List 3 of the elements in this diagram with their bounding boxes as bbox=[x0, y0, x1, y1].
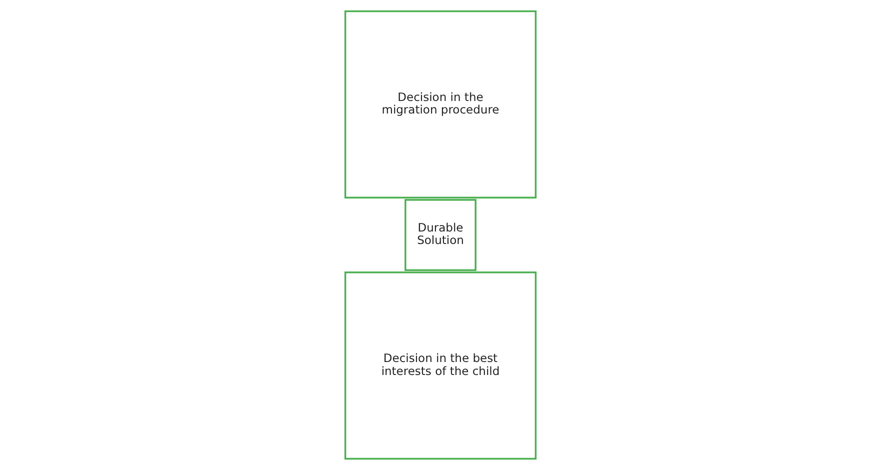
node-box: Decision in the best interests of the child bbox=[344, 272, 536, 460]
node-box: Decision in the migration procedure bbox=[344, 10, 536, 198]
node-box: Durable Solution bbox=[404, 199, 476, 271]
